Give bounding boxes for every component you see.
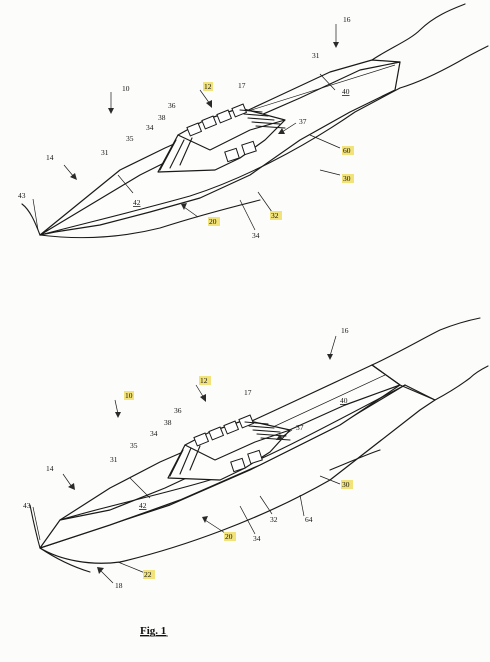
bottom-transom-wake xyxy=(329,317,489,471)
top-leader-lines xyxy=(32,24,341,231)
label-36: 36 xyxy=(168,101,176,110)
highlight-10 xyxy=(124,391,134,400)
label-16: 16 xyxy=(343,15,351,24)
label-42: 42 xyxy=(139,501,147,510)
label-64: 64 xyxy=(305,515,313,524)
top-window-side-1 xyxy=(224,147,240,163)
label-10: 10 xyxy=(125,391,133,400)
top-windscreen xyxy=(159,137,193,171)
label-22: 22 xyxy=(144,570,152,579)
top-deck-seam-aft xyxy=(319,73,336,91)
bottom-window-3 xyxy=(223,420,240,435)
label-43: 43 xyxy=(18,191,26,200)
highlight-32 xyxy=(270,211,282,220)
highlight-30 xyxy=(342,174,354,183)
highlight-22 xyxy=(143,570,155,579)
bottom-reference-labels: 16 12 10 17 40 36 38 34 37 35 31 14 30 4… xyxy=(23,326,353,590)
top-chine-line xyxy=(39,87,401,236)
highlight-12 xyxy=(203,82,213,91)
bottom-boat-drawing xyxy=(29,317,489,573)
bottom-windscreen xyxy=(169,445,201,477)
highlight-60 xyxy=(342,146,354,155)
bottom-hull-underside xyxy=(39,384,436,564)
label-42: 42 xyxy=(133,198,141,207)
label-12: 12 xyxy=(204,82,212,91)
bottom-window-side-2 xyxy=(247,449,263,465)
highlight-12 xyxy=(199,376,211,385)
label-34: 34 xyxy=(252,231,260,240)
bottom-vent-hatch xyxy=(244,421,291,441)
label-12: 12 xyxy=(200,376,208,385)
bottom-bow-wave xyxy=(29,504,91,573)
label-17: 17 xyxy=(244,388,252,397)
label-31: 31 xyxy=(110,455,118,464)
top-deck-seam-fore xyxy=(117,174,134,194)
top-boat-drawing xyxy=(21,3,489,239)
top-bow-wave xyxy=(21,199,261,239)
top-transom-wake xyxy=(371,3,489,89)
label-40: 40 xyxy=(342,87,350,96)
bottom-cabin-roof-edge xyxy=(184,429,291,461)
bottom-window-4 xyxy=(238,414,255,429)
top-window-1 xyxy=(186,122,203,137)
label-35: 35 xyxy=(130,441,138,450)
label-10: 10 xyxy=(122,84,130,93)
label-30: 30 xyxy=(343,174,351,183)
bottom-window-2 xyxy=(208,426,225,441)
label-37: 37 xyxy=(299,117,307,126)
label-31: 31 xyxy=(312,51,320,60)
label-31: 31 xyxy=(101,148,109,157)
label-16: 16 xyxy=(341,326,349,335)
label-34: 34 xyxy=(253,534,261,543)
label-20: 20 xyxy=(225,532,233,541)
top-window-2 xyxy=(201,115,218,130)
top-window-4 xyxy=(231,103,248,118)
label-60: 60 xyxy=(343,146,351,155)
top-window-side-2 xyxy=(241,140,257,156)
bottom-deck-seam xyxy=(129,477,151,499)
top-window-3 xyxy=(216,109,233,124)
bottom-window-side-1 xyxy=(230,457,246,473)
label-30: 30 xyxy=(342,480,350,489)
label-40: 40 xyxy=(340,396,348,405)
highlight-20 xyxy=(224,532,236,541)
top-vent-hatch xyxy=(239,109,286,129)
bottom-window-1 xyxy=(193,432,210,447)
label-38: 38 xyxy=(158,113,166,122)
label-20: 20 xyxy=(209,217,217,226)
label-36: 36 xyxy=(174,406,182,415)
label-43: 43 xyxy=(23,501,31,510)
top-reference-labels: 16 31 40 10 12 17 36 38 37 34 35 60 14 3… xyxy=(18,15,354,240)
highlight-20 xyxy=(208,217,220,226)
bottom-leader-lines xyxy=(32,335,341,584)
label-38: 38 xyxy=(164,418,172,427)
label-34: 34 xyxy=(150,429,158,438)
highlight-30 xyxy=(341,480,353,489)
label-32: 32 xyxy=(271,211,279,220)
label-37: 37 xyxy=(296,423,304,432)
top-deck-centerline xyxy=(244,64,396,113)
label-34: 34 xyxy=(146,123,154,132)
label-32: 32 xyxy=(270,515,278,524)
label-17: 17 xyxy=(238,81,246,90)
label-14: 14 xyxy=(46,153,54,162)
top-cabin-roof-edge xyxy=(177,119,286,151)
figure-caption: Fig. 1 xyxy=(140,625,166,637)
label-18: 18 xyxy=(115,581,123,590)
label-35: 35 xyxy=(126,134,134,143)
label-14: 14 xyxy=(46,464,54,473)
